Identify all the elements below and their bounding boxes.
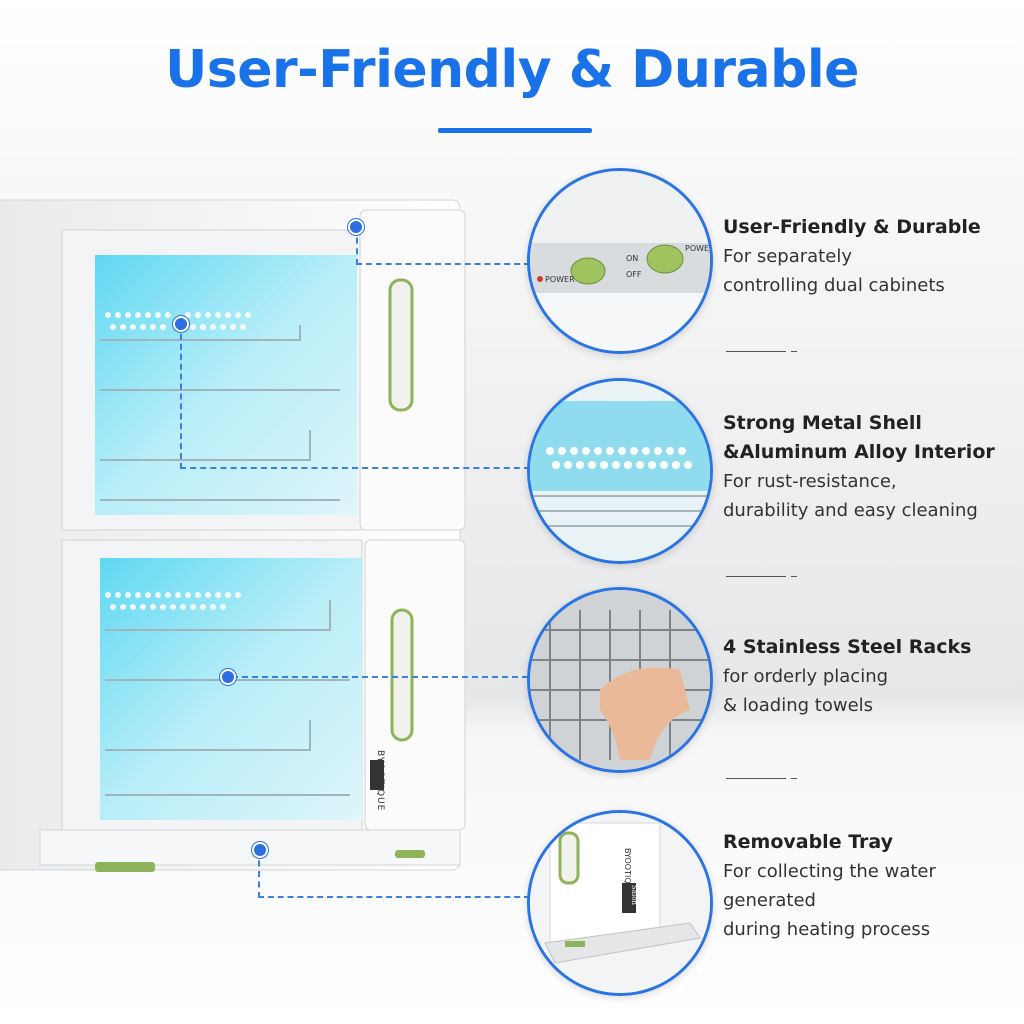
feature-2-title: Strong Metal Shell &Aluminum Alloy Inter…: [723, 412, 995, 463]
feature-4: Removable Tray For collecting the water …: [723, 828, 1013, 944]
water-tray-tab-right: [395, 850, 425, 858]
tray-shape: [544, 922, 701, 964]
callout-dot-2: [173, 316, 189, 332]
water-tray-tab-left: [95, 862, 155, 872]
brand-badge: [370, 760, 384, 790]
separator-1: [726, 351, 786, 352]
feature-image-racks: [527, 587, 713, 773]
feature-1: User-Friendly & Durable For separately c…: [723, 213, 1013, 300]
page-headline: User-Friendly & Durable: [165, 40, 859, 100]
feature-1-title: User-Friendly & Durable: [723, 216, 981, 238]
separator-3: [726, 778, 786, 779]
separator-3-dash: [791, 778, 797, 779]
lower-racks: [105, 600, 350, 796]
hand-shape: [600, 667, 690, 760]
feature-2-description: For rust-resistance, durability and easy…: [723, 471, 978, 521]
towel-warmer-illustration: BYOOTIQUE: [0, 199, 466, 872]
callout-dot-1: [348, 219, 364, 235]
power-switch-right: [646, 244, 684, 274]
feature-1-description: For separately controlling dual cabinets: [723, 246, 945, 296]
feature-4-title: Removable Tray: [723, 831, 894, 853]
feature-3-title: 4 Stainless Steel Racks: [723, 636, 972, 658]
cabinet-base: [39, 829, 461, 866]
label-power-left: POWER: [545, 275, 575, 284]
callout-line-2: [180, 324, 530, 469]
upper-led-dots: [105, 312, 251, 330]
power-switch-left: [570, 257, 606, 285]
feature-4-description: For collecting the water generated durin…: [723, 861, 936, 940]
upper-door-handle: [388, 278, 414, 412]
callout-line-1: [356, 227, 530, 265]
feature-3: 4 Stainless Steel Racks for orderly plac…: [723, 633, 1013, 720]
feature-2: Strong Metal Shell &Aluminum Alloy Inter…: [723, 409, 1013, 525]
lower-door-handle: [390, 608, 414, 742]
callout-line-3: [232, 676, 528, 678]
separator-2: [726, 576, 786, 577]
feature-image-tray: BYOOTIQUE Salon: [527, 810, 713, 996]
callout-dot-3: [220, 669, 236, 685]
label-on: ON: [626, 254, 638, 263]
upper-racks: [100, 325, 340, 501]
tray-brand-label: BYOOTIQUE: [623, 848, 632, 895]
label-off: OFF: [626, 270, 642, 279]
callout-line-4: [258, 850, 530, 898]
upper-chamber-glow: [95, 255, 357, 515]
feature-image-interior: [527, 378, 713, 564]
feature-3-description: for orderly placing & loading towels: [723, 666, 889, 716]
separator-1-dash: [791, 351, 797, 352]
label-power-right: POWER: [685, 244, 710, 253]
callout-dot-4: [252, 842, 268, 858]
tray-brand-script: Salon: [630, 885, 638, 905]
feature-image-control-panel: POWER ON OFF POWER: [527, 168, 713, 354]
separator-2-dash: [791, 576, 797, 577]
lower-chamber-glow: [100, 558, 362, 820]
lower-led-dots: [105, 592, 241, 610]
headline-underline: [438, 128, 592, 133]
